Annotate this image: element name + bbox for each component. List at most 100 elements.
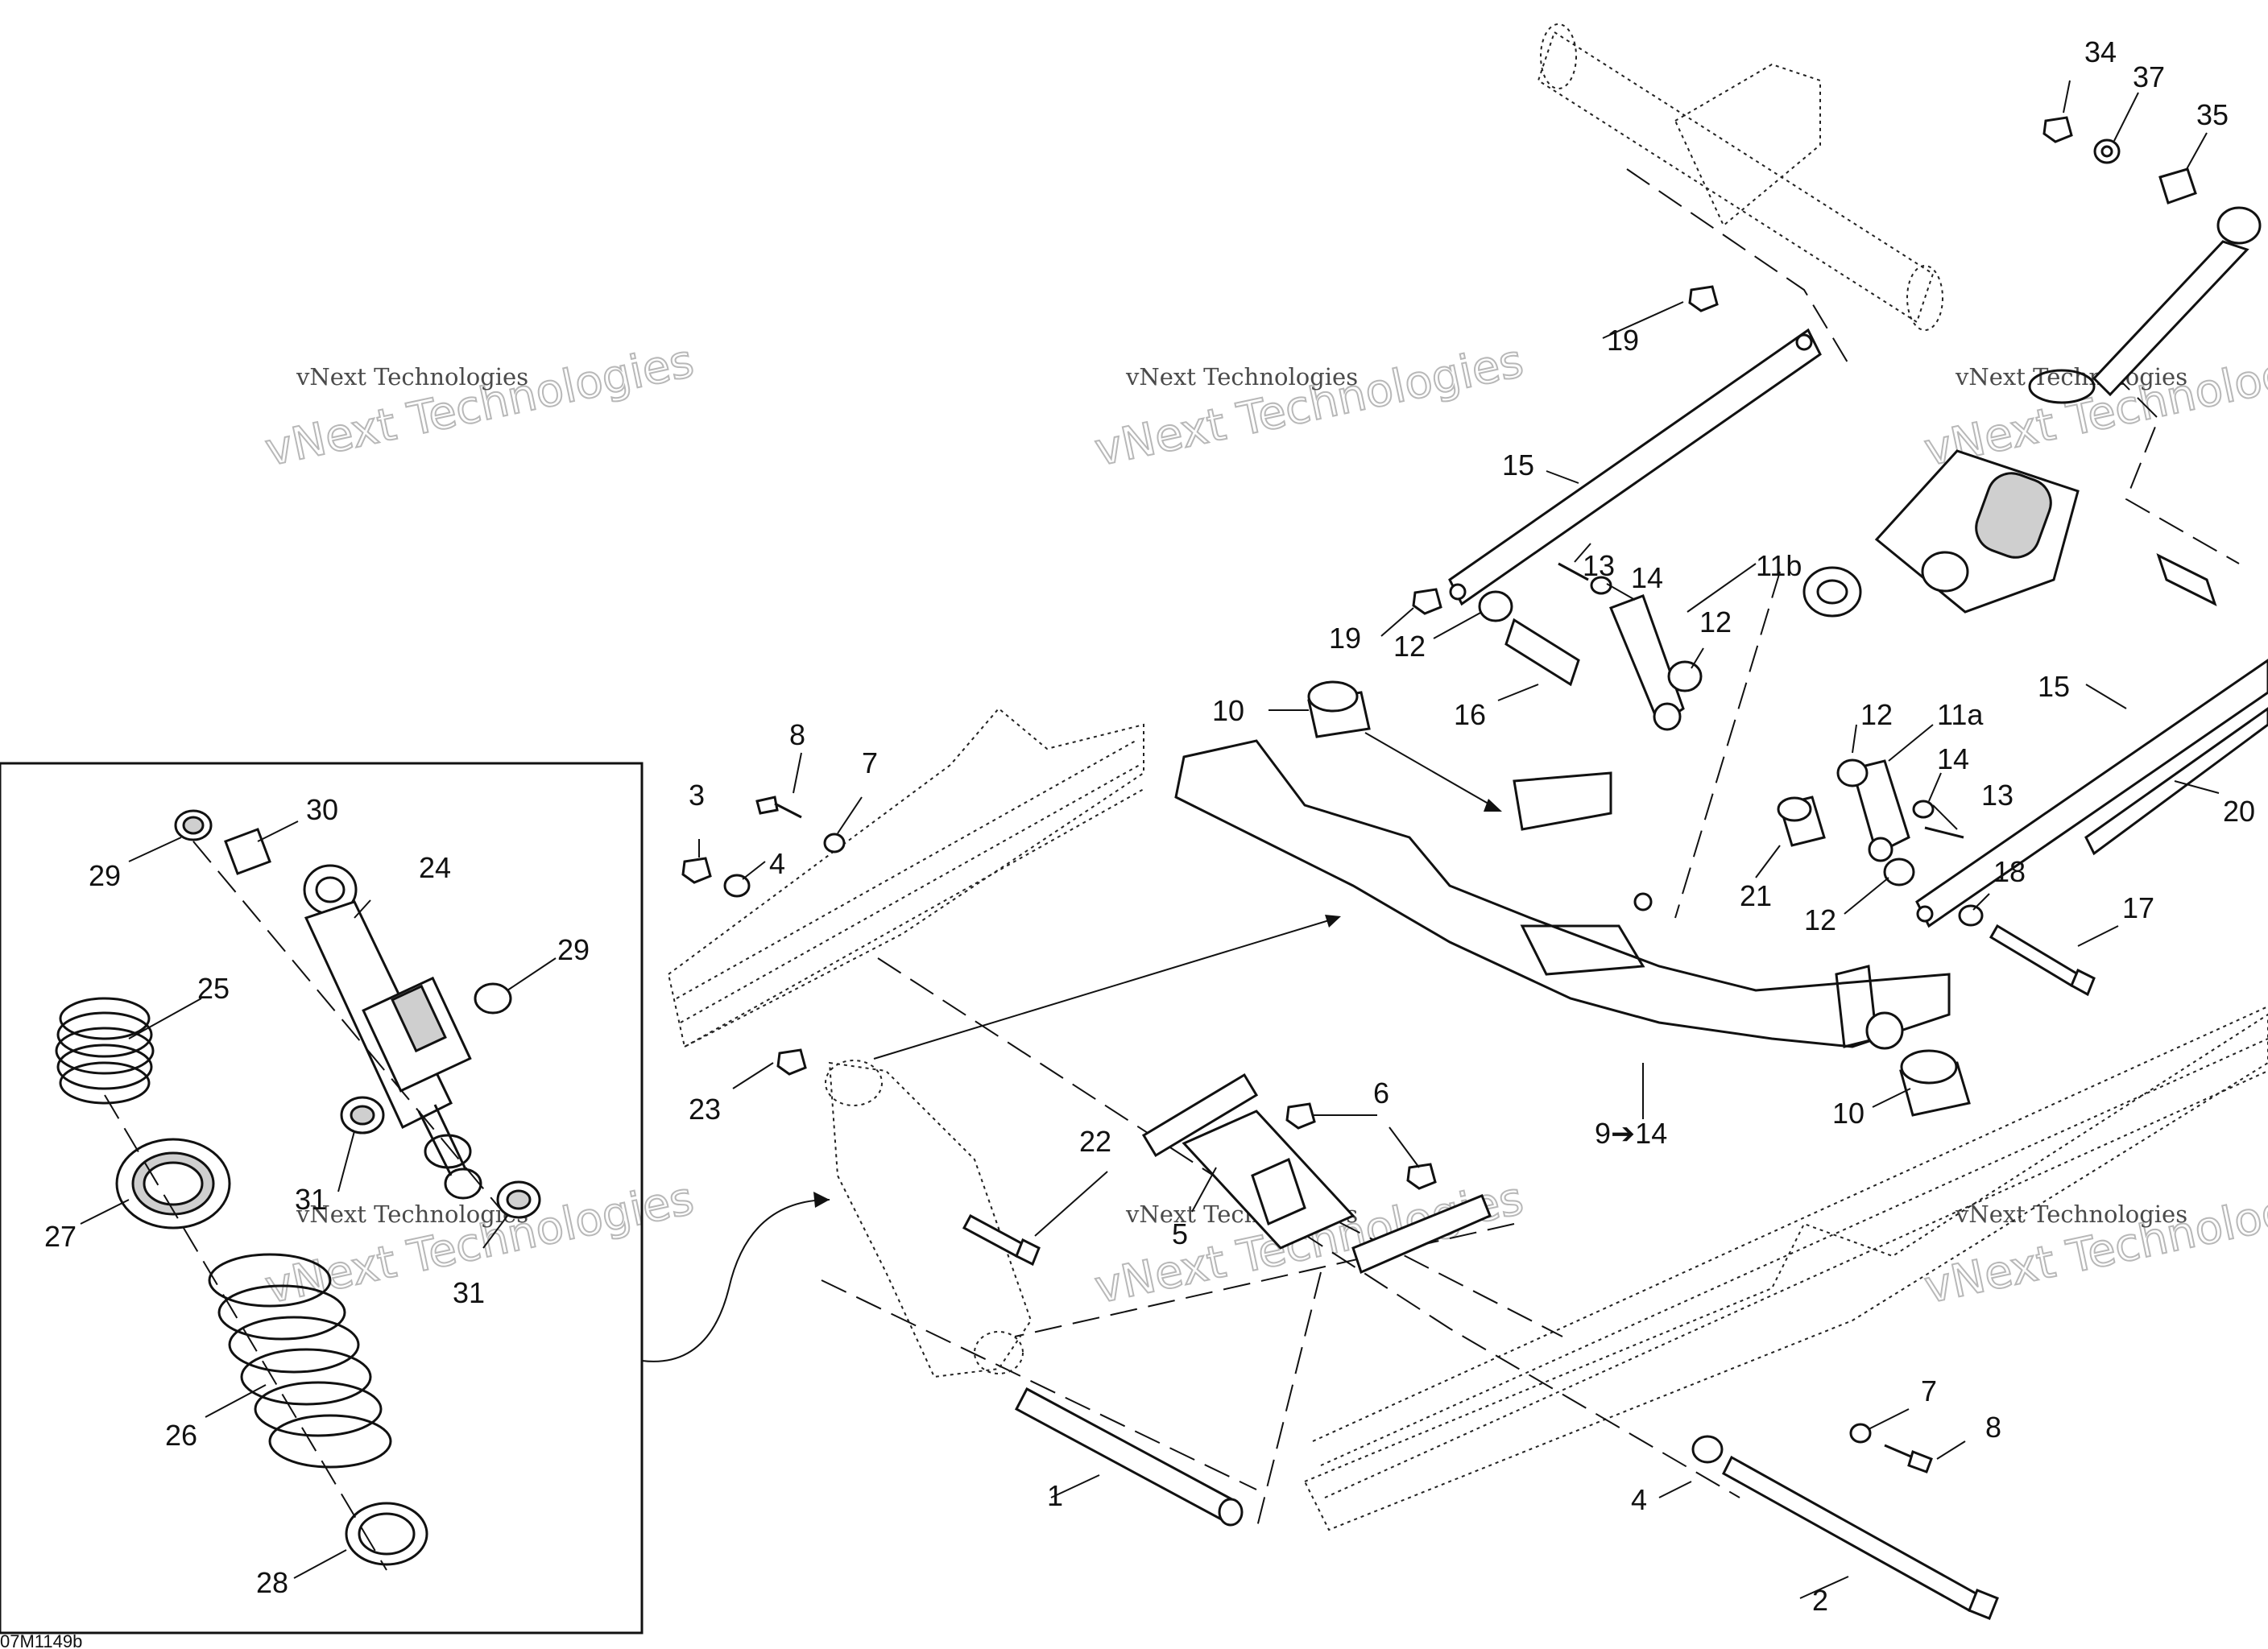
- callout-37: 37: [2133, 60, 2165, 93]
- nut-19-lower: [1412, 588, 1442, 615]
- callout-12: 12: [1699, 605, 1732, 639]
- bushing-12-a: [1478, 590, 1513, 622]
- screw-8-a: [755, 796, 802, 819]
- left-rail: [667, 707, 1144, 1048]
- inset-bushing-29-right: [474, 982, 512, 1015]
- watermark-outline-text: vNext Technologies: [1920, 1172, 2268, 1314]
- nut-19-upper: [1688, 285, 1719, 312]
- watermark-top-center: vNext Technologies: [1090, 334, 1529, 477]
- leader-lines: [80, 80, 2220, 1599]
- axle-1: [1014, 1387, 1244, 1527]
- watermark-text: vNext Technologies: [1955, 363, 2187, 391]
- upper-cross-shaft: [1537, 23, 1943, 331]
- callout-31: 31: [453, 1276, 485, 1309]
- swing-arm-9: [1174, 739, 1951, 1050]
- callout-11a: 11a: [1937, 698, 1984, 731]
- arm-plate-11b: [1609, 594, 1685, 731]
- callout-10: 10: [1832, 1097, 1864, 1130]
- callout-16: 16: [1454, 698, 1486, 731]
- callout-7: 7: [1921, 1374, 1937, 1407]
- callout-29: 29: [89, 859, 121, 892]
- bushing-10-upper: [1307, 680, 1371, 738]
- bushing-12-b: [1667, 660, 1703, 692]
- callout-20: 20: [2223, 795, 2255, 828]
- assembly-line: [1626, 168, 1853, 371]
- callout-7: 7: [862, 746, 878, 779]
- inset-coil-spring-26: [208, 1253, 392, 1469]
- callout-26: 26: [165, 1419, 197, 1452]
- front-mount-5: [1141, 1072, 1492, 1275]
- tie-rod-15-upper: [1448, 328, 1822, 606]
- figure-reference-code: 07M1149b: [0, 1631, 82, 1649]
- inset-spring-seat-27: [115, 1138, 231, 1230]
- callout-5: 5: [1172, 1217, 1188, 1250]
- callout-12: 12: [1860, 698, 1893, 731]
- screw-13-a: [1558, 562, 1589, 581]
- callout-6: 6: [1373, 1077, 1389, 1110]
- inset-bushing-31-right: [496, 1180, 541, 1219]
- callout-19: 19: [1607, 324, 1639, 357]
- assembly-line: [2109, 370, 2240, 564]
- arm-plate-11a: [1851, 759, 1910, 862]
- screw-13-b: [1924, 826, 1964, 839]
- inset-sleeve-30: [224, 828, 271, 875]
- callout-34: 34: [2084, 35, 2117, 68]
- sleeve-16: [1504, 618, 1580, 687]
- callout-21: 21: [1740, 879, 1772, 912]
- inset-assembly-axis: [104, 1094, 387, 1571]
- nut-6-b: [1406, 1163, 1437, 1190]
- arrow-head: [813, 1192, 830, 1208]
- callout-8: 8: [1985, 1411, 2001, 1444]
- tie-rod-15-lower: [1915, 659, 2268, 928]
- bolt-17: [1989, 924, 2096, 997]
- callout-8: 8: [789, 718, 805, 751]
- inset-bushing-29-top: [174, 809, 213, 841]
- inset-frame: [0, 762, 644, 1635]
- front-shock-ghost: [825, 1060, 1033, 1378]
- callout-3: 3: [689, 779, 705, 812]
- arrow-line: [873, 917, 1338, 1060]
- callout-18: 18: [1993, 855, 2026, 888]
- assembly-line: [821, 1279, 1257, 1490]
- arrow-head: [1484, 799, 1502, 812]
- watermark-text: vNext Technologies: [1125, 363, 1358, 391]
- nut-3: [681, 857, 712, 884]
- callout-2: 2: [1812, 1584, 1828, 1617]
- callout-35: 35: [2196, 98, 2229, 131]
- inset-shock-absorber: [303, 864, 482, 1200]
- screw-8-b: [1884, 1444, 1933, 1473]
- callout-14: 14: [1937, 742, 1969, 775]
- nut-34: [2042, 116, 2073, 143]
- sleeve-right-18: [2156, 553, 2217, 606]
- bushing-12-c: [1836, 758, 1869, 787]
- arrow-head: [1325, 915, 1341, 928]
- callout-11b: 11b: [1756, 549, 1802, 582]
- callout-31: 31: [295, 1183, 327, 1216]
- callout-13: 13: [1583, 549, 1615, 582]
- callout-9-to-14: 9➔14: [1595, 1117, 1667, 1150]
- callout-24: 24: [419, 851, 451, 884]
- inset-bushing-31-left: [340, 1096, 385, 1134]
- washer-7-a: [823, 833, 846, 853]
- callout-22: 22: [1079, 1125, 1111, 1158]
- callout-19: 19: [1329, 622, 1361, 655]
- callout-12: 12: [1393, 630, 1426, 663]
- callout-14: 14: [1631, 561, 1663, 594]
- callout-29: 29: [557, 933, 590, 966]
- callout-labels: 1 2 3 4 4 5 6 7 7 8 8 9➔14 10 10 11a 11b…: [44, 35, 2255, 1617]
- washer-14-b: [1912, 800, 1935, 819]
- sleeve-21: [1777, 796, 1826, 847]
- callout-15: 15: [2038, 670, 2070, 703]
- assembly-line: [877, 957, 1740, 1498]
- callout-4: 4: [769, 847, 785, 880]
- callout-23: 23: [689, 1093, 721, 1126]
- watermark-text: vNext Technologies: [296, 363, 528, 391]
- bushing-12-d: [1883, 858, 1915, 886]
- watermark-bottom-right: vNext Technologies: [1919, 1172, 2268, 1315]
- bushing-10-lower: [1899, 1049, 1971, 1117]
- sleeve-35: [2158, 167, 2197, 205]
- right-rail: [1303, 1006, 2268, 1531]
- axle-2: [1722, 1455, 1999, 1620]
- watermark-text: vNext Technologies: [296, 1201, 528, 1228]
